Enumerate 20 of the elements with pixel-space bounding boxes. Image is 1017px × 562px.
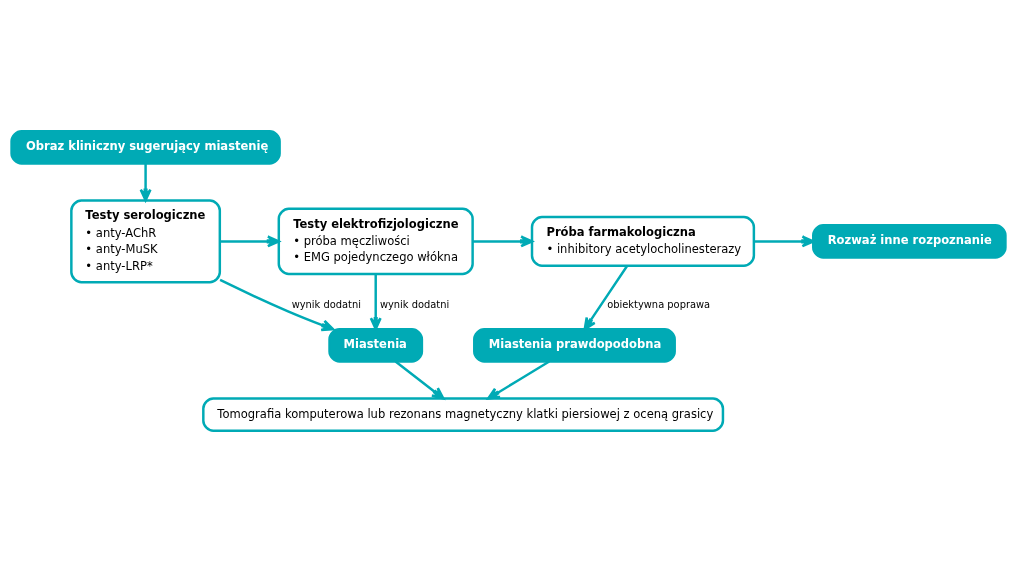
edge-label: wynik dodatni [291, 299, 361, 311]
arrow [754, 235, 815, 248]
arrow [583, 265, 629, 331]
arrow [394, 360, 445, 400]
node-box: Testy elektrofizjologiczne • próba męczliwości • EMG pojedynczego włókna [277, 207, 474, 276]
node-box: Miastenia prawdopodobna [473, 328, 676, 363]
node-box: Tomografia komputerowa lub rezonans magnetyczny klatki piersiowej z oceną grasicy [202, 397, 725, 432]
arrow [219, 278, 335, 332]
edge-label: wynik dodatni [379, 299, 450, 311]
arrow [472, 235, 534, 248]
node-box: Miastenia [328, 328, 424, 363]
node-box: Obraz kliniczny sugerujący miastenię [10, 130, 281, 165]
node-box: Rozważ inne rozpoznanie [812, 224, 1007, 259]
node-box: Próba farmakologiczna • inhibitory acetylocholinesterazy [530, 215, 756, 267]
edge-label: obiektywna poprawa [607, 299, 711, 311]
arrow [369, 274, 382, 331]
arrow [219, 235, 280, 248]
arrow [487, 360, 550, 400]
node-box: Testy serologiczne • anty-AChR • anty-MuSK • anty-LRP* [70, 199, 222, 284]
arrow [139, 163, 152, 202]
